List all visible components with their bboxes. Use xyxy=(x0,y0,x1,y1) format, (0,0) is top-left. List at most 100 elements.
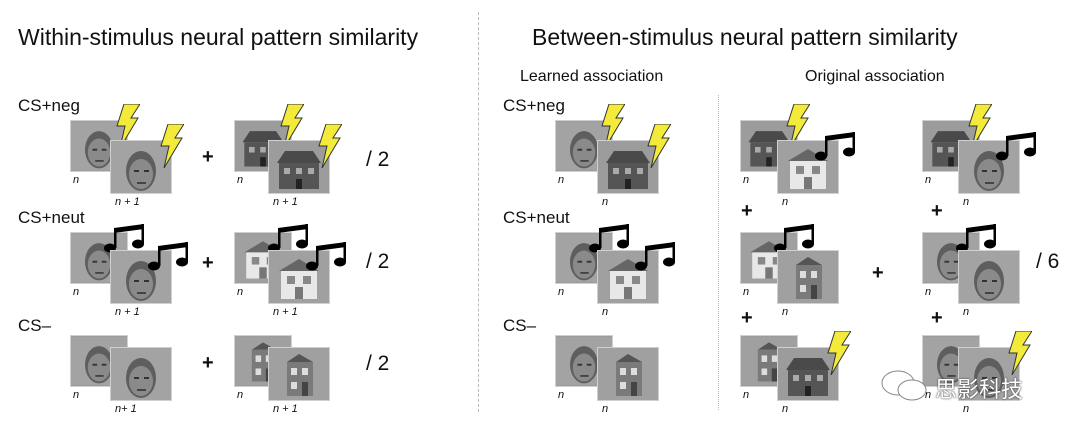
trial-label: n + 1 xyxy=(273,196,298,208)
trial-label: n xyxy=(558,389,565,401)
bolt-icon xyxy=(784,103,811,153)
plus-sign: + xyxy=(202,252,214,274)
trial-label: n xyxy=(963,306,970,318)
trial-label: n xyxy=(743,286,750,298)
music-note-icon xyxy=(587,224,633,259)
trial-label: n xyxy=(963,196,970,208)
trial-label: n xyxy=(237,174,244,186)
stimulus-front xyxy=(597,140,659,194)
face-icon xyxy=(111,348,171,400)
stimulus-front xyxy=(958,347,1020,401)
plus-sign: + xyxy=(872,262,884,284)
trial-label: n xyxy=(925,286,932,298)
divisor: / 6 xyxy=(1036,250,1060,273)
stimulus-front xyxy=(777,250,839,304)
face-icon xyxy=(959,141,1019,193)
trial-label: n xyxy=(602,196,609,208)
stimulus-front xyxy=(268,250,330,304)
right-panel-title: Between-stimulus neural pattern similari… xyxy=(532,24,958,50)
house-icon xyxy=(269,141,329,193)
plus-sign: + xyxy=(741,200,753,222)
original-association-header: Original association xyxy=(805,68,945,85)
trial-label: n xyxy=(602,306,609,318)
stimulus-front xyxy=(110,347,172,401)
house-icon xyxy=(598,141,658,193)
trial-label: n xyxy=(602,403,609,415)
plus-sign: + xyxy=(202,146,214,168)
trial-label: n+ 1 xyxy=(115,403,137,415)
bolt-icon xyxy=(316,123,343,173)
tall-house-icon xyxy=(778,251,838,303)
divisor: / 2 xyxy=(366,250,390,273)
trial-label: n xyxy=(73,389,80,401)
music-note-icon xyxy=(146,242,192,277)
stimulus-front xyxy=(777,140,839,194)
stimulus-back xyxy=(740,335,798,387)
tall-house-icon xyxy=(598,348,658,400)
stimulus-front xyxy=(958,250,1020,304)
bolt-icon xyxy=(114,103,141,153)
music-note-icon xyxy=(633,242,679,277)
trial-label: n xyxy=(925,174,932,186)
plus-sign: + xyxy=(202,352,214,374)
bolt-icon xyxy=(825,330,852,380)
music-note-icon xyxy=(102,224,148,259)
bolt-icon xyxy=(158,123,185,173)
trial-label: n + 1 xyxy=(115,196,140,208)
trial-label: n + 1 xyxy=(273,403,298,415)
stimulus-front xyxy=(110,140,172,194)
row-label-cs-minus: CS– xyxy=(503,316,537,335)
divisor: / 2 xyxy=(366,352,390,375)
row-label-cs-neut: CS+neut xyxy=(503,208,570,227)
watermark: 思影科技 xyxy=(935,377,1024,402)
stimulus-front xyxy=(958,140,1020,194)
stimulus-front xyxy=(777,347,839,401)
bolt-icon xyxy=(966,103,993,153)
trial-label: n xyxy=(963,403,970,415)
trial-label: n xyxy=(73,286,80,298)
row-label-cs-neut: CS+neut xyxy=(18,208,85,227)
row-label-cs-neg: CS+neg xyxy=(503,96,565,115)
house-icon xyxy=(778,348,838,400)
stimulus-front xyxy=(597,347,659,401)
wechat-icon xyxy=(880,368,930,409)
stimulus-back xyxy=(234,120,292,172)
white-house-icon xyxy=(778,141,838,193)
trial-label: n xyxy=(558,174,565,186)
trial-label: n xyxy=(782,306,789,318)
plus-sign: + xyxy=(931,307,943,329)
bolt-icon xyxy=(278,103,305,153)
plus-sign: + xyxy=(931,200,943,222)
trial-label: n xyxy=(743,174,750,186)
white-house-icon xyxy=(598,251,658,303)
trial-label: n xyxy=(743,389,750,401)
face-icon xyxy=(111,251,171,303)
face-icon xyxy=(111,141,171,193)
trial-label: n + 1 xyxy=(273,306,298,318)
trial-label: n xyxy=(782,403,789,415)
bolt-icon xyxy=(645,123,672,173)
bolt-icon xyxy=(1006,330,1033,380)
music-note-icon xyxy=(813,132,859,167)
face-icon xyxy=(959,348,1019,400)
house-icon xyxy=(235,121,291,171)
music-note-icon xyxy=(304,242,350,277)
trial-label: n xyxy=(782,196,789,208)
plus-sign: + xyxy=(741,307,753,329)
stimulus-front xyxy=(268,347,330,401)
tall-house-icon xyxy=(269,348,329,400)
bolt-icon xyxy=(599,103,626,153)
trial-label: n + 1 xyxy=(115,306,140,318)
face-icon xyxy=(959,251,1019,303)
stimulus-front xyxy=(597,250,659,304)
music-note-icon xyxy=(994,132,1040,167)
trial-label: n xyxy=(925,389,932,401)
divisor: / 2 xyxy=(366,148,390,171)
trial-label: n xyxy=(237,286,244,298)
row-label-cs-neg: CS+neg xyxy=(18,96,80,115)
row-label-cs-minus: CS– xyxy=(18,316,52,335)
trial-label: n xyxy=(73,174,80,186)
column-divider xyxy=(718,95,719,410)
white-house-icon xyxy=(269,251,329,303)
